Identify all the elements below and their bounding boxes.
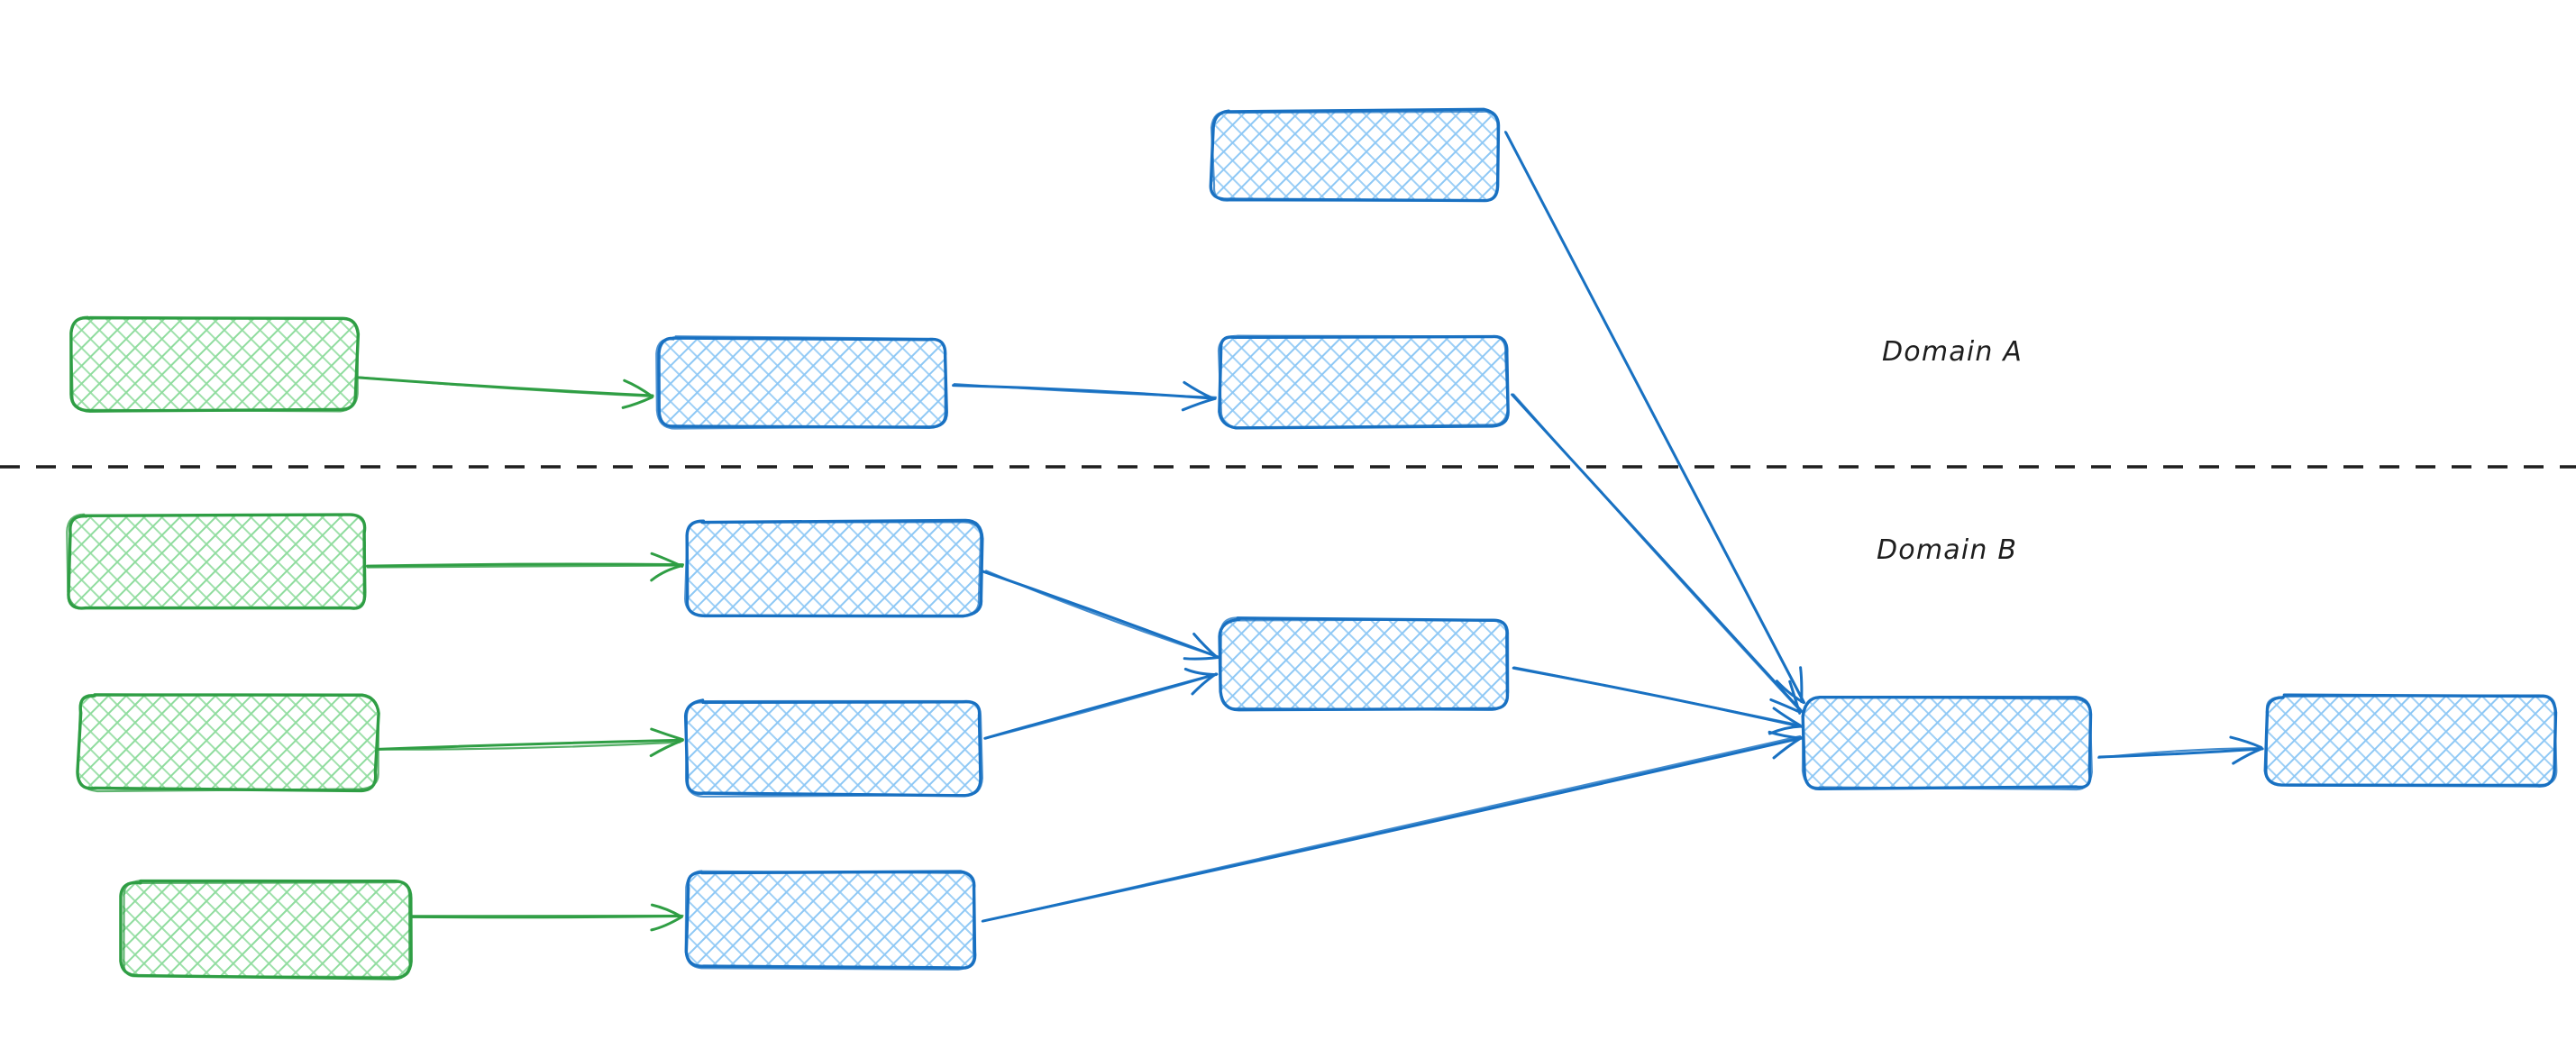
node-blue-b-out[interactable] bbox=[2263, 693, 2558, 788]
edge-blue-b2-to-blue-b-mid bbox=[983, 667, 1219, 740]
edge-green-b1-to-blue-b1 bbox=[365, 552, 684, 582]
edges-layer bbox=[356, 131, 2264, 932]
edge-green-a1-to-blue-a1 bbox=[356, 376, 654, 409]
edge-blue-a1-to-blue-a2 bbox=[952, 380, 1218, 412]
node-blue-a1[interactable] bbox=[655, 335, 948, 430]
node-green-b1[interactable] bbox=[66, 513, 367, 610]
domain-b-label: Domain B bbox=[1877, 534, 2017, 566]
node-blue-b-mid[interactable] bbox=[1218, 616, 1510, 712]
node-blue-a-top[interactable] bbox=[1209, 107, 1501, 203]
edge-green-b2-to-blue-b2 bbox=[376, 727, 684, 758]
edge-blue-b1-to-blue-b-mid bbox=[981, 570, 1219, 661]
edge-blue-a-top-to-blue-b-hub bbox=[1503, 131, 1806, 705]
node-blue-b1[interactable] bbox=[684, 518, 984, 618]
edge-blue-a2-to-blue-b-hub bbox=[1511, 393, 1804, 715]
node-green-a1[interactable] bbox=[69, 315, 361, 413]
node-green-b2[interactable] bbox=[76, 693, 380, 793]
nodes-layer bbox=[66, 107, 2558, 981]
node-blue-a2[interactable] bbox=[1217, 334, 1510, 430]
edge-blue-b3-to-blue-b-hub bbox=[981, 730, 1803, 923]
edge-blue-b-hub-to-blue-b-out bbox=[2097, 735, 2264, 765]
domain-a-label: Domain A bbox=[1882, 336, 2023, 368]
edge-blue-b-mid-to-blue-b-hub bbox=[1512, 666, 1804, 735]
node-green-b3[interactable] bbox=[119, 879, 413, 981]
node-blue-b3[interactable] bbox=[684, 870, 977, 971]
node-blue-b2[interactable] bbox=[683, 698, 983, 798]
edge-green-b3-to-blue-b3 bbox=[410, 903, 684, 932]
node-blue-b-hub[interactable] bbox=[1801, 695, 2093, 791]
